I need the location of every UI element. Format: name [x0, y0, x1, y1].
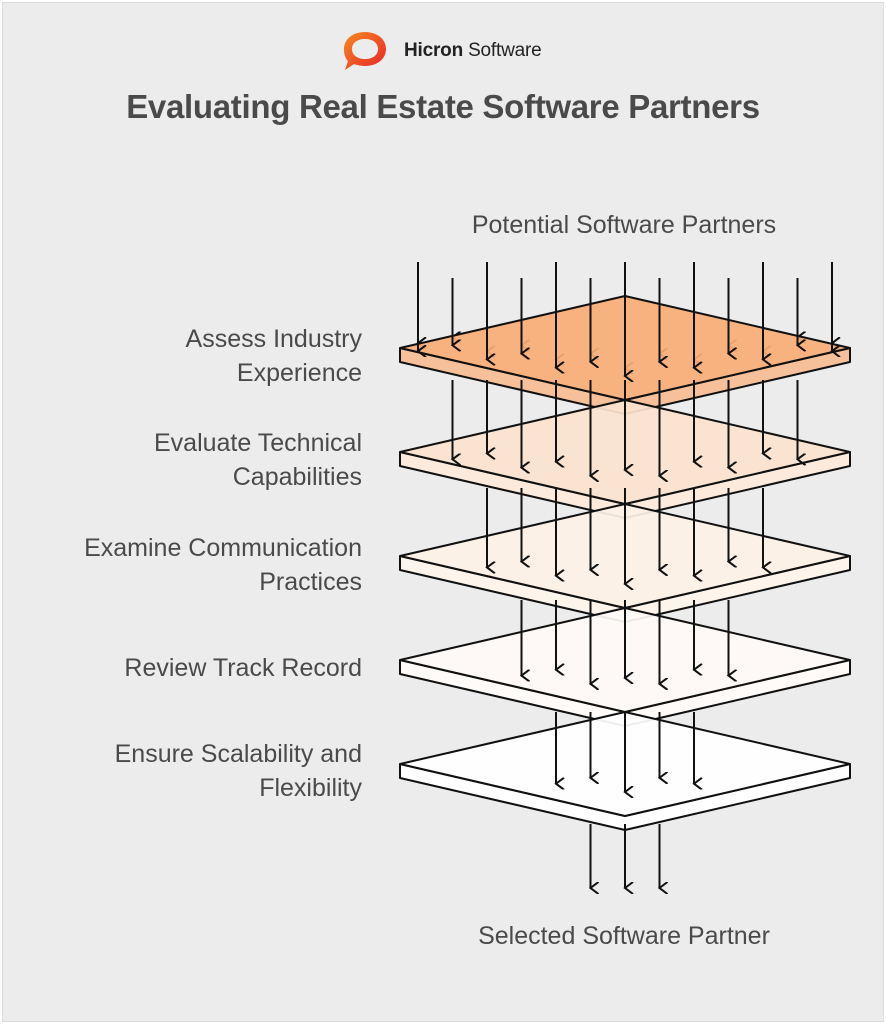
output-label: Selected Software Partner: [478, 922, 770, 950]
step-label-5-line2: Flexibility: [259, 774, 362, 802]
step-label-3-line1: Examine Communication: [84, 534, 362, 562]
page-title: Evaluating Real Estate Software Partners: [126, 88, 760, 125]
step-label-2: Evaluate Technical Capabilities: [20, 426, 362, 494]
brand-name-regular: Software: [468, 40, 542, 61]
step-label-2-line2: Capabilities: [232, 463, 362, 491]
step-label-4-line1: Review Track Record: [124, 654, 362, 682]
brand-name-bold: Hicron: [404, 40, 463, 61]
speech-bubble-ring-icon: [344, 32, 386, 70]
step-label-3-line2: Practices: [259, 568, 362, 596]
step-label-4: Review Track Record: [20, 651, 362, 685]
step-label-1-line1: Assess Industry: [185, 325, 362, 353]
step-label-3: Examine Communication Practices: [20, 531, 362, 599]
step-label-2-line1: Evaluate Technical: [153, 429, 362, 457]
brand-logo: Hicron Software: [340, 28, 542, 74]
step-label-1-line2: Experience: [236, 359, 362, 387]
brand-name: Hicron Software: [404, 40, 542, 62]
step-label-5-line1: Ensure Scalability and: [114, 740, 362, 768]
step-label-5: Ensure Scalability and Flexibility: [20, 737, 362, 805]
input-label: Potential Software Partners: [471, 211, 777, 239]
step-label-1: Assess Industry Experience: [20, 322, 362, 390]
